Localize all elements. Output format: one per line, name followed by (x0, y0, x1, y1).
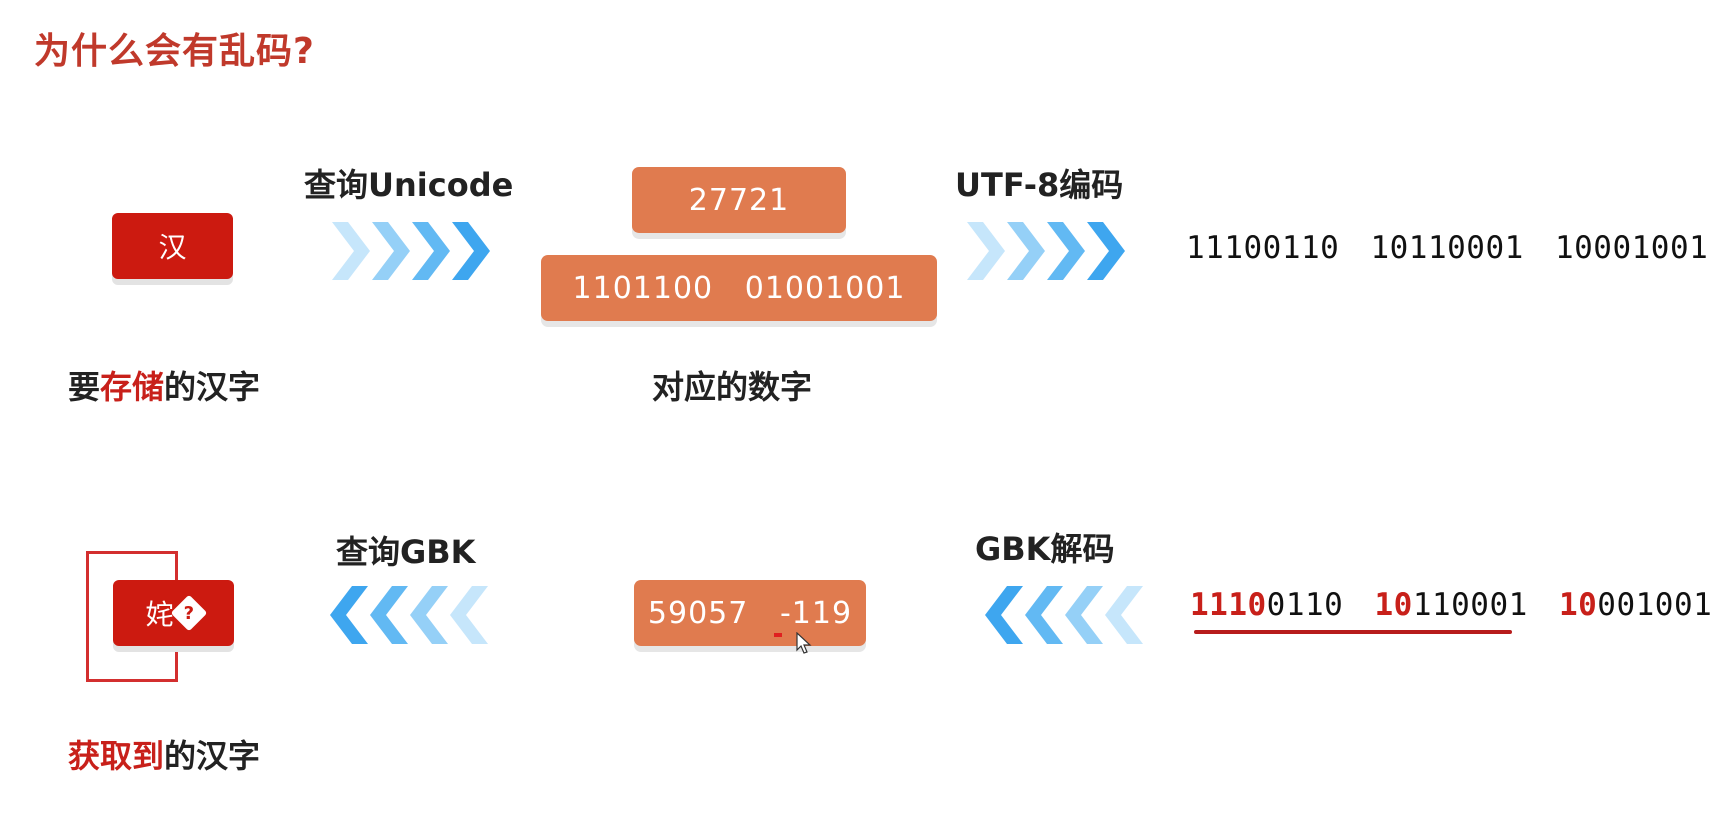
caption-store-char: 要存储的汉字 (68, 368, 261, 406)
chevron-right-icon (1007, 222, 1045, 280)
caption-number: 对应的数字 (652, 368, 813, 406)
chevron-left-icon (370, 586, 408, 644)
step-query-unicode-label: 查询Unicode (304, 166, 514, 204)
received-byte: 10110001 (1374, 587, 1528, 623)
step-gbk-decode-label: GBK解码 (975, 530, 1115, 568)
caption-received-char: 获取到的汉字 (68, 737, 261, 775)
chevron-left-icon (1105, 586, 1143, 644)
decoded-char: 姹 (145, 598, 174, 631)
unicode-binary-box: 1101100 01001001 (541, 255, 937, 321)
utf8-byte: 11100110 (1186, 230, 1340, 266)
chevron-right-icon (452, 222, 490, 280)
received-byte: 11100110 (1190, 587, 1344, 623)
gbk-values: 59057 -119 (647, 595, 853, 631)
chevron-left-icon (410, 586, 448, 644)
chevron-right-icon (1047, 222, 1085, 280)
mouse-cursor-icon (796, 632, 812, 654)
chevron-left-icon (330, 586, 368, 644)
cursor-marker (774, 633, 782, 637)
utf8-byte: 10110001 (1370, 230, 1524, 266)
received-bytes: 11100110 10110001 10001001 (1190, 587, 1712, 623)
bytes-underline (1194, 630, 1512, 634)
gbk-values-box: 59057 -119 (634, 580, 866, 646)
chevron-left-icon (450, 586, 488, 644)
unicode-decimal-box: 27721 (632, 167, 846, 233)
source-char: 汉 (158, 231, 187, 264)
page-title: 为什么会有乱码? (34, 31, 315, 72)
chevron-right-icon (412, 222, 450, 280)
step-query-gbk-label: 查询GBK (336, 533, 476, 571)
decoded-char-box: 姹 ? (113, 580, 234, 646)
chevron-right-icon (967, 222, 1005, 280)
step-utf8-encode-label: UTF-8编码 (955, 166, 1124, 204)
unicode-decimal: 27721 (688, 182, 790, 218)
replacement-char-icon: ? (170, 594, 207, 632)
chevron-right-icon (1087, 222, 1125, 280)
unicode-binary: 1101100 01001001 (572, 270, 906, 306)
chevron-right-icon (332, 222, 370, 280)
arrow-left-group-1 (330, 586, 488, 644)
chevron-right-icon (372, 222, 410, 280)
chevron-left-icon (985, 586, 1023, 644)
received-byte: 10001001 (1558, 587, 1713, 623)
utf8-bytes: 11100110 10110001 10001001 (1186, 230, 1708, 266)
arrow-right-group-2 (967, 222, 1125, 280)
chevron-left-icon (1025, 586, 1063, 644)
arrow-right-group-1 (332, 222, 490, 280)
utf8-byte: 10001001 (1554, 230, 1709, 266)
chevron-left-icon (1065, 586, 1103, 644)
source-char-box: 汉 (112, 213, 233, 279)
arrow-left-group-2 (985, 586, 1143, 644)
